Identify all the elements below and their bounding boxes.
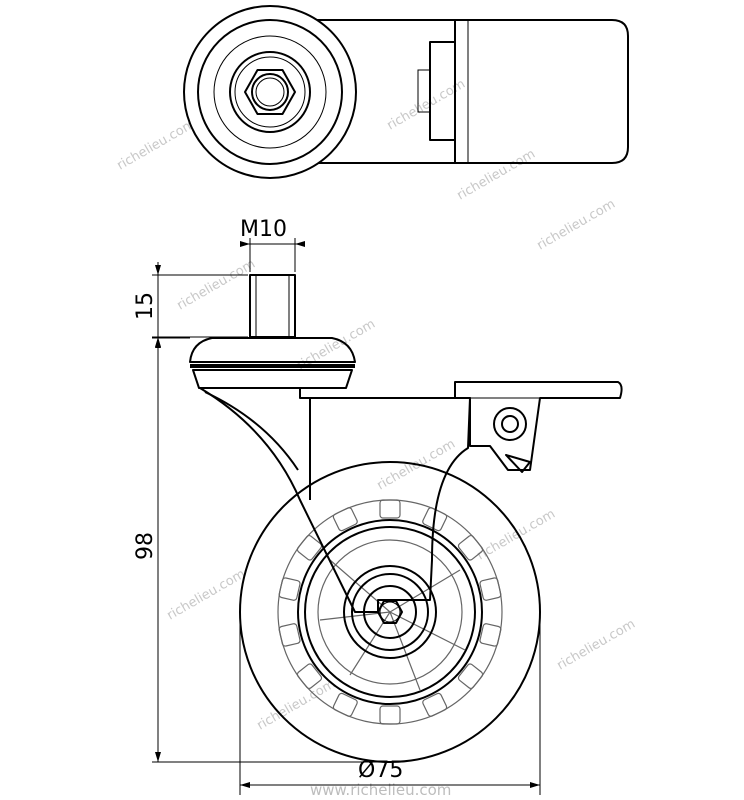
watermark-text: richelieu.com <box>175 257 258 314</box>
watermark-group: richelieu.com richelieu.com richelieu.co… <box>115 77 638 799</box>
threaded-stem <box>249 274 296 338</box>
thread-size-label: M10 <box>240 217 287 242</box>
watermark-text: richelieu.com <box>535 197 618 254</box>
diameter-label: Ø75 <box>358 758 403 783</box>
stem-length-label: 15 <box>133 292 158 320</box>
watermark-text: richelieu.com <box>115 117 198 174</box>
brake-lever <box>454 381 623 473</box>
height-label: 98 <box>133 532 158 560</box>
watermark-text: richelieu.com <box>455 147 538 204</box>
watermark-text: richelieu.com <box>165 567 248 624</box>
fork <box>199 387 471 613</box>
dimension-lines <box>152 238 541 795</box>
watermark-text: richelieu.com <box>255 677 338 734</box>
footer-watermark: www.richelieu.com <box>310 781 451 799</box>
watermark-text: richelieu.com <box>555 617 638 674</box>
top-view <box>183 5 629 179</box>
